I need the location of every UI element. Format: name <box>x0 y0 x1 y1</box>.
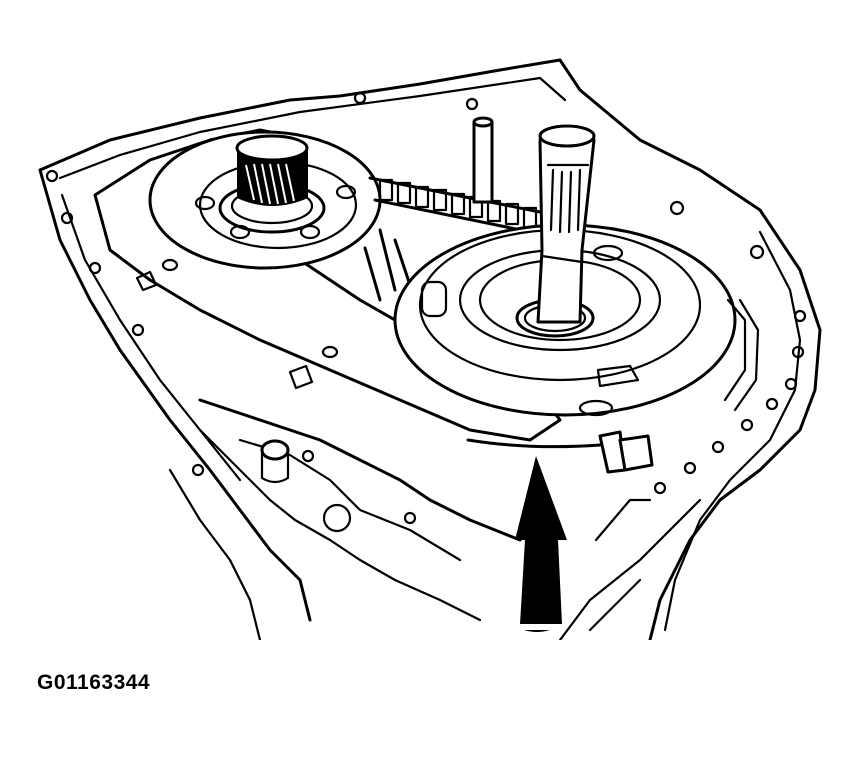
guide-pin <box>472 116 494 204</box>
transmission-illustration <box>38 58 822 640</box>
figure-id-label: G01163344 <box>37 671 151 694</box>
case-lower-body <box>168 398 702 640</box>
input-shaft-splined <box>218 134 326 234</box>
case-flange <box>38 58 822 640</box>
sprocket-lower-edge <box>466 430 654 474</box>
indicator-arrow-icon <box>515 456 567 632</box>
output-shaft <box>515 124 596 338</box>
